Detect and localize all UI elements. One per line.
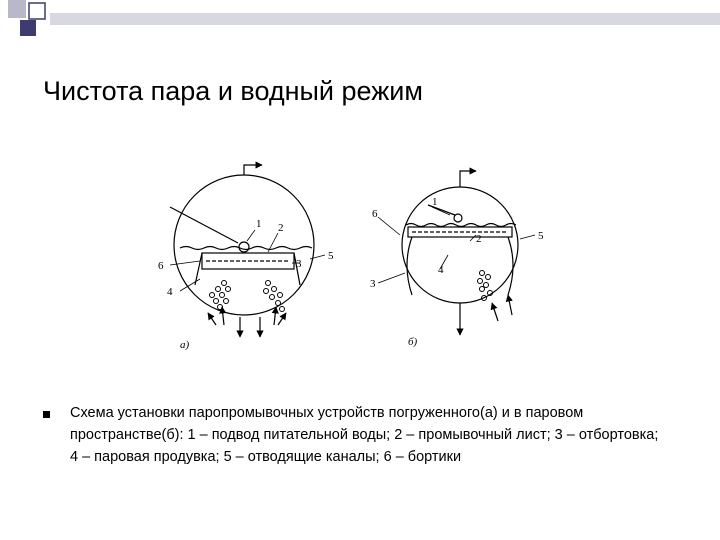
drum-b xyxy=(377,167,536,336)
drum-b-bubbles xyxy=(477,270,493,301)
drum-a-bubbles-right xyxy=(263,280,285,312)
drum-a-feed-nozzle xyxy=(238,241,250,253)
drum-b-washing-sheet xyxy=(407,226,513,238)
drum-scheme-figure: 1 2 3 5 6 4 а) xyxy=(158,161,544,351)
drum-b-feed-nozzle xyxy=(453,213,463,223)
figure-caption: Схема установки паропромывочных устройст… xyxy=(70,405,659,465)
drum-a-feed-pipe xyxy=(169,206,239,244)
drum-a-label-5: 5 xyxy=(328,250,334,262)
decor-square-dark xyxy=(20,20,36,36)
drum-a-label-2: 2 xyxy=(278,222,284,234)
drum-b-label-1: 1 xyxy=(432,196,438,208)
drum-a-label-3: 3 xyxy=(296,258,302,270)
decor-band xyxy=(50,13,720,25)
drum-b-water-level xyxy=(405,222,517,228)
drum-b-label-4: 4 xyxy=(438,264,444,276)
bullet-marker xyxy=(43,411,50,418)
drum-a-water-level xyxy=(179,245,313,251)
drum-b-label-2: 2 xyxy=(476,233,482,245)
drum-b-label-5: 5 xyxy=(538,230,544,242)
drum-a xyxy=(169,161,326,338)
slide-title: Чистота пара и водный режим xyxy=(43,76,423,106)
drum-b-side-baffle-left xyxy=(406,236,413,296)
drum-a-steam-outlet xyxy=(243,161,263,175)
drum-b-label-6: 6 xyxy=(372,208,378,220)
header-decoration xyxy=(8,0,720,36)
drum-b-label-3: 3 xyxy=(370,278,376,290)
drum-a-sublabel: а) xyxy=(180,339,190,351)
drum-b-feed-pipe xyxy=(427,204,456,216)
drum-b-sublabel: б) xyxy=(408,336,418,348)
drum-a-label-6: 6 xyxy=(158,260,164,272)
drum-a-label-4: 4 xyxy=(167,286,173,298)
drum-b-steam-outlet xyxy=(459,167,477,187)
drum-b-shell xyxy=(401,186,519,304)
drum-b-side-baffle-right xyxy=(507,236,514,296)
drum-a-bubbles-left xyxy=(209,280,231,310)
drum-a-washing-sheet xyxy=(201,252,295,270)
decor-square-light xyxy=(8,0,26,18)
drum-a-label-1: 1 xyxy=(256,218,262,230)
decor-square-outline xyxy=(28,2,46,20)
